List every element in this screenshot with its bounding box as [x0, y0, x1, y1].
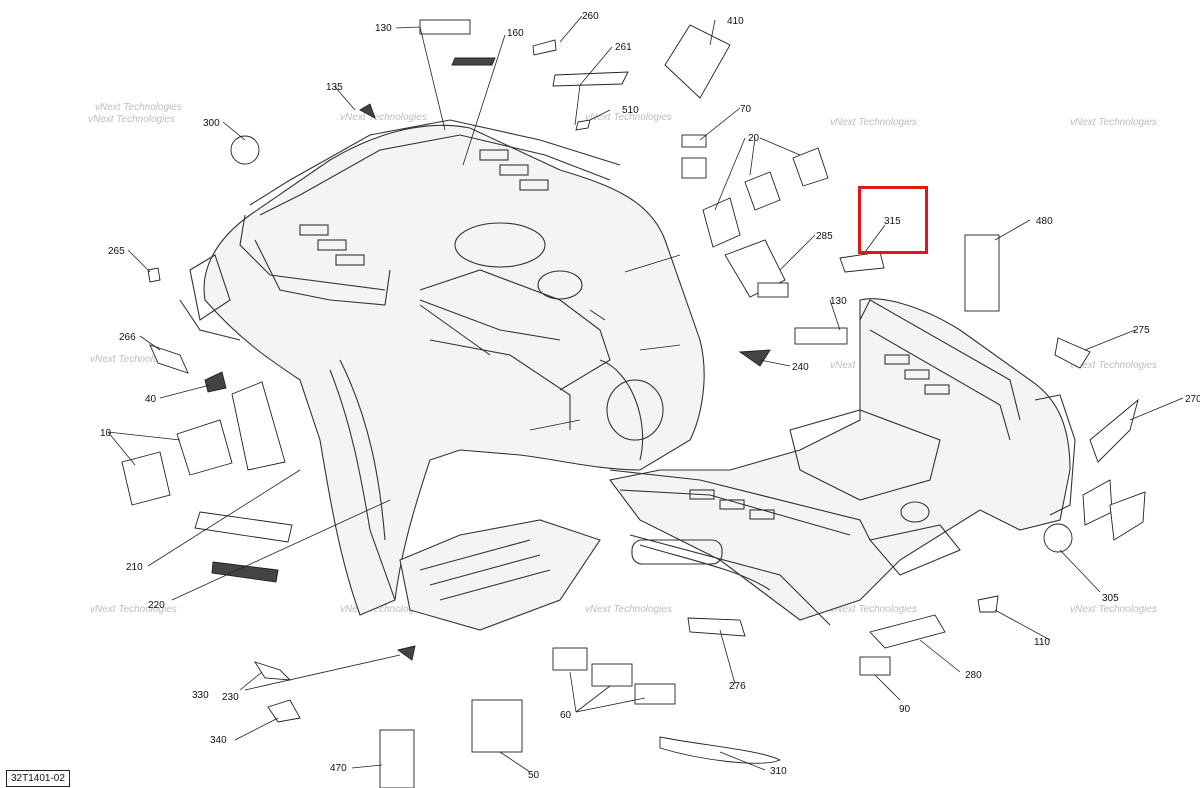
part-label-470: 470	[330, 763, 347, 774]
drawing-code: 32T1401-02	[6, 770, 70, 787]
watermark: vNext Technologies	[1070, 360, 1157, 371]
part-label-220: 220	[148, 600, 165, 611]
part-label-310: 310	[770, 766, 787, 777]
watermark: vNext Technologies	[585, 604, 672, 615]
part-label-270: 270	[1185, 394, 1200, 405]
part-label-20: 20	[748, 133, 760, 144]
part-label-160: 160	[507, 28, 524, 39]
part-label-240: 240	[792, 362, 809, 373]
part-label-340: 340	[210, 735, 227, 746]
atv-body-drawing	[179, 119, 1076, 631]
part-labels: 130 160 260 261 410 135 510 70 300 20 31…	[100, 11, 1200, 781]
part-label-40: 40	[145, 394, 157, 405]
part-label-285: 285	[816, 231, 833, 242]
part-label-275: 275	[1133, 325, 1150, 336]
watermark: vNext Technologies	[830, 117, 917, 128]
part-label-305: 305	[1102, 593, 1119, 604]
part-label-50: 50	[528, 770, 540, 781]
watermark: vNext Technologies	[830, 604, 917, 615]
part-label-280: 280	[965, 670, 982, 681]
part-label-130: 130	[375, 23, 392, 34]
part-label-260: 260	[582, 11, 599, 22]
watermark: vNext Technologies	[88, 114, 175, 125]
part-label-261: 261	[615, 42, 632, 53]
watermark: vNext Technologies	[1070, 604, 1157, 615]
part-label-265: 265	[108, 246, 125, 257]
part-label-315: 315	[884, 216, 901, 227]
part-label-135: 135	[326, 82, 343, 93]
part-label-130: 130	[830, 296, 847, 307]
part-label-90: 90	[899, 704, 911, 715]
part-label-276: 276	[729, 681, 746, 692]
watermark: vNext Technologies	[95, 102, 182, 113]
watermark: vNext Technologies	[340, 604, 427, 615]
part-label-10: 10	[100, 428, 112, 439]
part-label-266: 266	[119, 332, 136, 343]
watermark: vNext Technologies	[90, 604, 177, 615]
part-label-480: 480	[1036, 216, 1053, 227]
watermark: vNext Technologies	[90, 354, 177, 365]
highlight-box	[858, 186, 928, 254]
part-label-230: 230	[222, 692, 239, 703]
part-label-510: 510	[622, 105, 639, 116]
part-label-60: 60	[560, 710, 572, 721]
part-label-70: 70	[740, 104, 752, 115]
part-label-210: 210	[126, 562, 143, 573]
decals	[121, 19, 1146, 788]
watermark: vNext Technologies	[340, 112, 427, 123]
watermark: vNext Technologies	[585, 112, 672, 123]
part-label-410: 410	[727, 16, 744, 27]
leader-lines	[107, 15, 1184, 773]
part-label-330: 330	[192, 690, 209, 701]
watermark: vNext Technologies	[1070, 117, 1157, 128]
part-label-110: 110	[1034, 637, 1050, 648]
part-label-300: 300	[203, 118, 220, 129]
